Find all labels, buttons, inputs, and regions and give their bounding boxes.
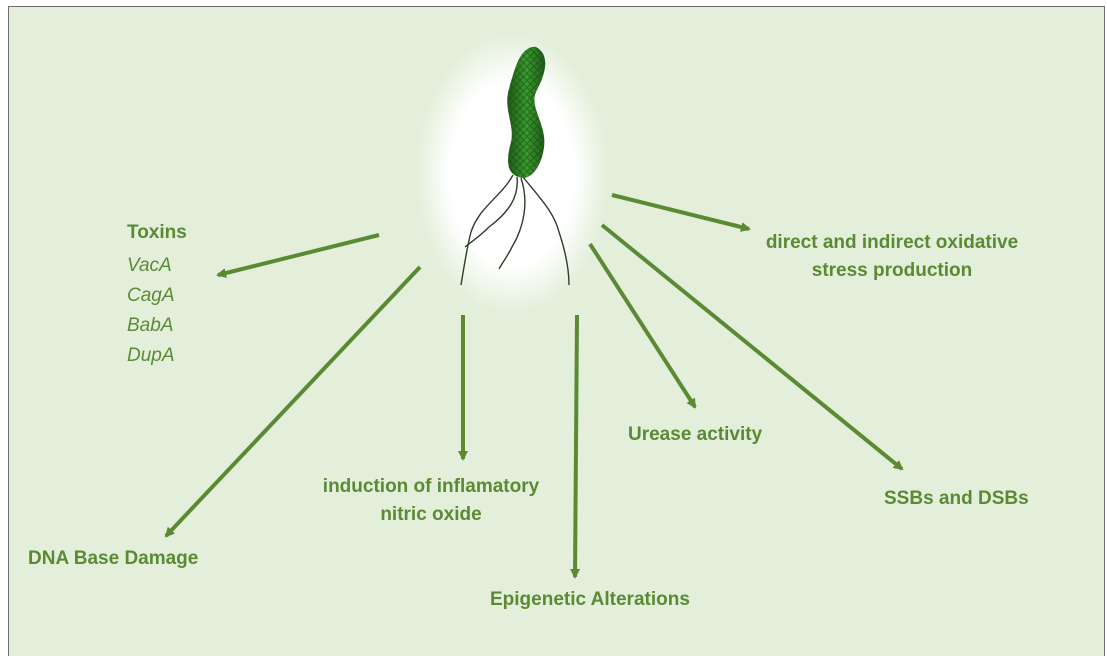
oxidative-stress-line1: direct and indirect oxidative [747,229,1037,257]
toxin-item: VacA [127,251,175,281]
arrow-to-urease [590,244,695,407]
bacterium-glow [416,34,608,314]
nitric-oxide-line2: nitric oxide [299,501,563,529]
toxin-item: BabA [127,311,175,341]
oxidative-stress-line2: stress production [747,257,1037,285]
toxins-title: Toxins [127,219,187,247]
arrow-to-epigenetic [575,315,577,577]
arrow-to-toxins [218,235,379,275]
nitric-oxide-label: induction of inflamatory nitric oxide [299,473,563,529]
toxins-list: VacA CagA BabA DupA [127,251,175,371]
toxin-item: CagA [127,281,175,311]
diagram-panel: Toxins VacA CagA BabA DupA direct and in… [8,6,1105,656]
epigenetic-label: Epigenetic Alterations [490,586,690,614]
oxidative-stress-label: direct and indirect oxidative stress pro… [747,229,1037,285]
arrow-to-oxidative-stress [612,195,749,229]
toxin-item: DupA [127,341,175,371]
urease-label: Urease activity [628,421,762,449]
nitric-oxide-line1: induction of inflamatory [299,473,563,501]
ssb-dsb-label: SSBs and DSBs [884,485,1029,513]
dna-damage-label: DNA Base Damage [28,545,198,573]
